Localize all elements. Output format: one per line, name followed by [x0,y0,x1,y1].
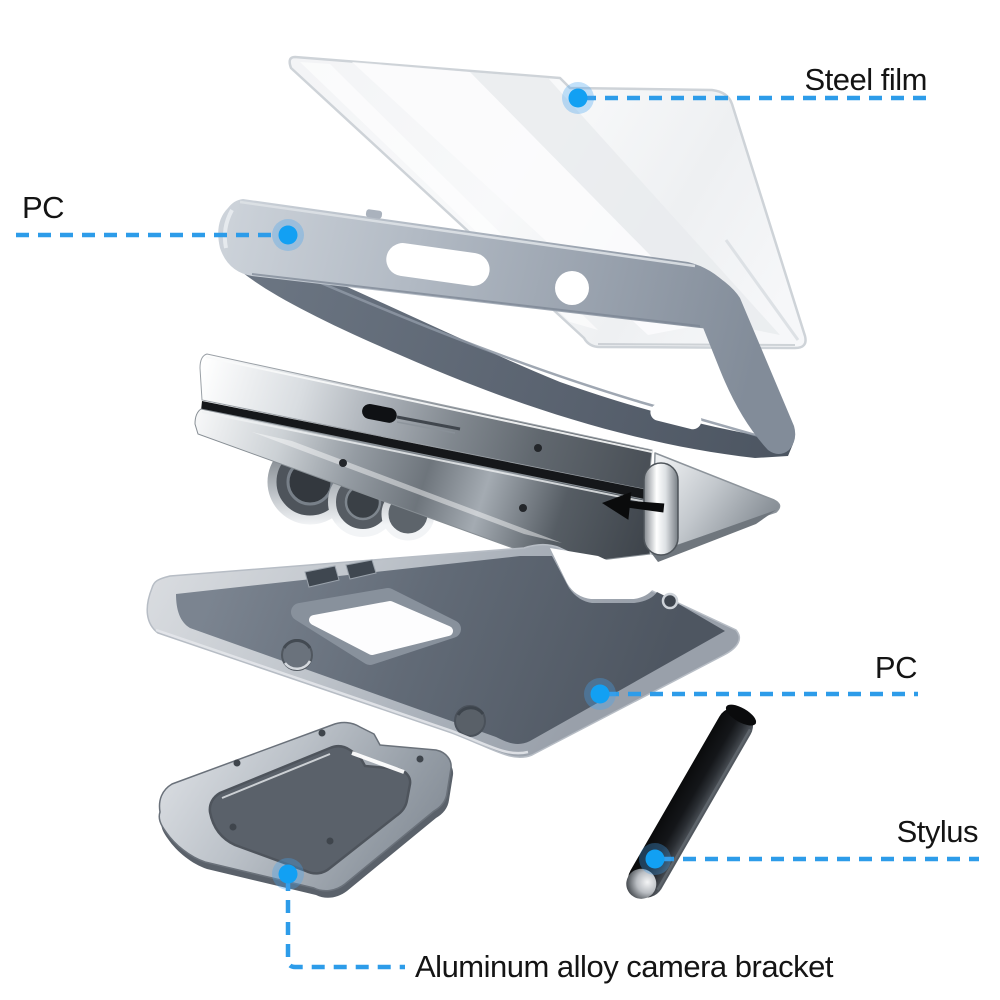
label-pc-back-text: PC [874,650,918,685]
label-pc-front-text: PC [22,190,65,225]
pc-back-shell-part [146,543,740,759]
stylus-part [626,704,757,899]
label-camera-bracket-text: Aluminum alloy camera bracket [415,949,833,984]
callouts [16,95,979,970]
label-steel-film-text: Steel film [804,62,928,97]
label-stylus: Stylus [896,814,979,849]
callout-line-camera-bracket [285,878,405,970]
label-pc-back: PC [874,650,918,685]
hinge-arrow-icon [602,492,665,520]
callout-dot-icon-pc-back [584,678,616,710]
label-steel-film: Steel film [804,62,928,97]
folded-phone-part [194,353,781,566]
callout-dot-icon-camera-bracket [272,858,304,890]
label-pc-front: PC [22,190,65,225]
pc-front-frame-part [218,199,796,458]
callout-dots [272,82,671,890]
label-stylus-text: Stylus [896,814,979,849]
callout-dot-icon-steel-film [562,82,594,114]
camera-bracket-part [158,721,454,898]
callout-dot-icon-stylus [639,843,671,875]
label-camera-bracket: Aluminum alloy camera bracket [415,949,833,984]
callout-dot-icon-pc-front [272,219,304,251]
